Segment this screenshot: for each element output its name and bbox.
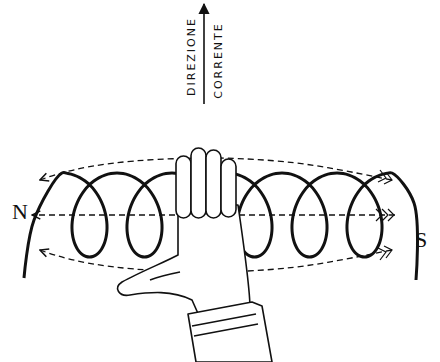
pole-label: N [12,201,28,223]
pole-label: S [415,229,427,251]
current-direction-label: DIREZIONE [186,17,197,96]
current-arrow [203,4,205,104]
right-hand [118,148,272,362]
current-direction-label: CORRENTE [212,22,223,98]
